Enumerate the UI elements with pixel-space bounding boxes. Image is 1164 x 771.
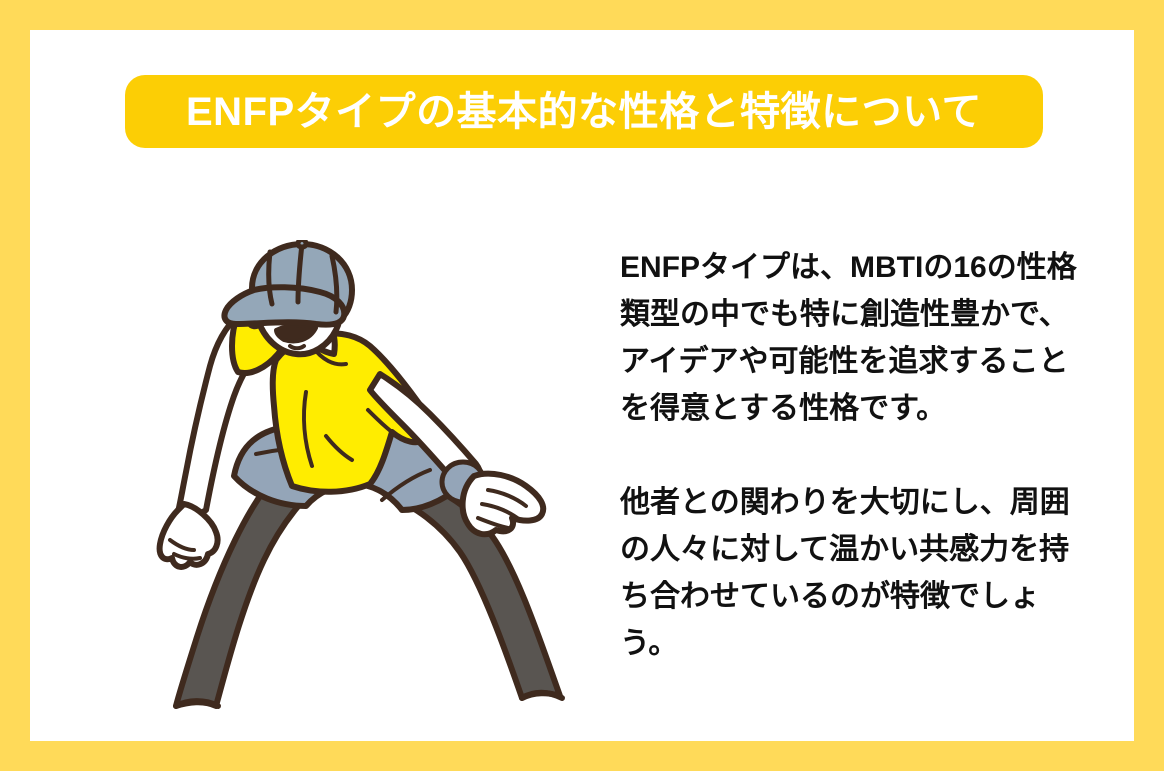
chin-detail (288, 344, 306, 351)
shirt-fold-2 (324, 434, 354, 462)
left-finger-2 (172, 552, 202, 561)
left-hand (156, 501, 221, 570)
shirt-fold-1 (302, 390, 314, 468)
right-finger-1 (486, 488, 528, 508)
cap-button (295, 240, 309, 250)
cap-brim (221, 284, 348, 328)
title-badge: ENFPタイプの基本的な性格と特徴について (125, 75, 1043, 148)
paragraph-1: ENFPタイプは、MBTIの16の性格類型の中でも特に創造性豊かで、アイデアや可… (620, 251, 1077, 425)
white-card: ENFPタイプの基本的な性格と特徴について (30, 30, 1134, 741)
shorts-crease-right (380, 468, 432, 502)
right-finger-3 (476, 516, 510, 530)
left-ankle-line (173, 698, 221, 709)
man-stretching-illustration (130, 240, 610, 720)
right-finger-2 (480, 502, 522, 522)
right-ankle-line (519, 689, 565, 701)
t-shirt (269, 330, 434, 495)
page-title: ENFPタイプの基本的な性格と特徴について (186, 89, 982, 134)
illustration-svg (156, 240, 565, 709)
body-text-column: ENFPタイプは、MBTIの16の性格類型の中でも特に創造性豊かで、アイデアや可… (620, 244, 1090, 667)
cap-seam-3 (329, 253, 340, 315)
paragraph-2: 他者との関わりを大切にし、周囲の人々に対して温かい共感力を持ち合わせているのが特… (620, 486, 1070, 660)
left-finger-1 (168, 538, 196, 552)
cap-seam-2 (266, 249, 275, 307)
shirt-fold-3 (366, 408, 394, 434)
